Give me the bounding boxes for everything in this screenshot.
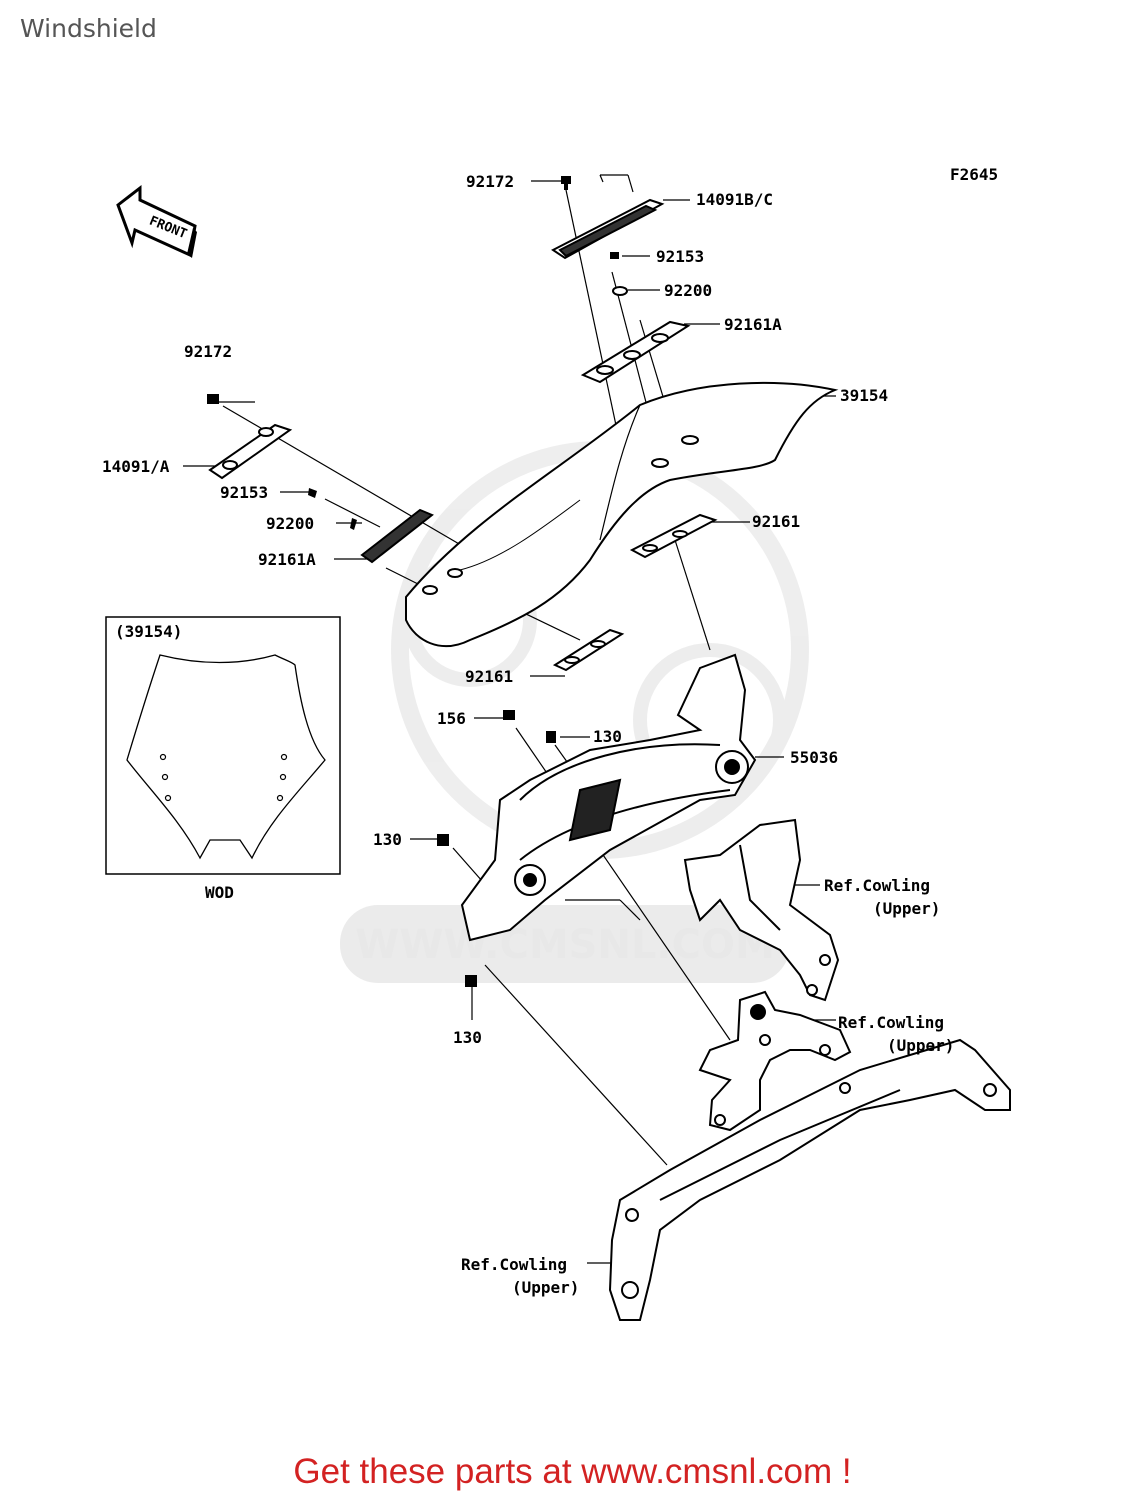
inset-title: (39154) (115, 622, 182, 641)
ref-cowling-3-line1: Ref.Cowling (461, 1255, 567, 1274)
watermark-text: WWW.CMSNL.COM (355, 922, 775, 968)
label-92153-top: 92153 (656, 247, 704, 266)
cowling-bracket-2 (698, 990, 852, 1132)
label-14091bc: 14091B/C (696, 190, 773, 209)
page-title: Windshield (20, 14, 157, 43)
label-92200-top: 92200 (664, 281, 712, 300)
label-92172-left: 92172 (184, 342, 232, 361)
label-92161-right: 92161 (752, 512, 800, 531)
label-130-c: 130 (453, 1028, 482, 1047)
cowling-bracket-1 (683, 818, 840, 1002)
label-14091a: 14091/A (102, 457, 170, 476)
label-156: 156 (437, 709, 466, 728)
label-130-a: 130 (593, 727, 622, 746)
plate-parts (208, 320, 718, 672)
ref-cowling-2-line2: (Upper) (887, 1036, 954, 1055)
footer-promo-link[interactable]: Get these parts at www.cmsnl.com ! (293, 1452, 852, 1491)
label-39154: 39154 (840, 386, 888, 405)
label-55036: 55036 (790, 748, 838, 767)
label-92200-left: 92200 (266, 514, 314, 533)
part-labels: 92172 14091B/C 92153 92200 92161A 39154 … (102, 172, 954, 1297)
bracket-14091bc (551, 198, 665, 260)
label-92153-left: 92153 (220, 483, 268, 502)
figure-code: F2645 (950, 165, 998, 184)
label-92161a-top: 92161A (724, 315, 782, 334)
frame-rail (608, 1038, 1011, 1321)
stay-55036 (460, 653, 757, 942)
label-130-b: 130 (373, 830, 402, 849)
label-92161a-left: 92161A (258, 550, 316, 569)
inset-caption: WOD (205, 883, 234, 902)
windshield-part (405, 381, 839, 648)
ref-cowling-1-line1: Ref.Cowling (824, 876, 930, 895)
label-92161-lower: 92161 (465, 667, 513, 686)
ref-cowling-3-line2: (Upper) (512, 1278, 579, 1297)
ref-cowling-1-line2: (Upper) (873, 899, 940, 918)
inset-box: (39154) WOD (105, 616, 341, 902)
ref-cowling-2-line1: Ref.Cowling (838, 1013, 944, 1032)
screw-icon (207, 176, 628, 987)
label-92172-top: 92172 (466, 172, 514, 191)
front-arrow-icon: FRONT (116, 184, 197, 258)
